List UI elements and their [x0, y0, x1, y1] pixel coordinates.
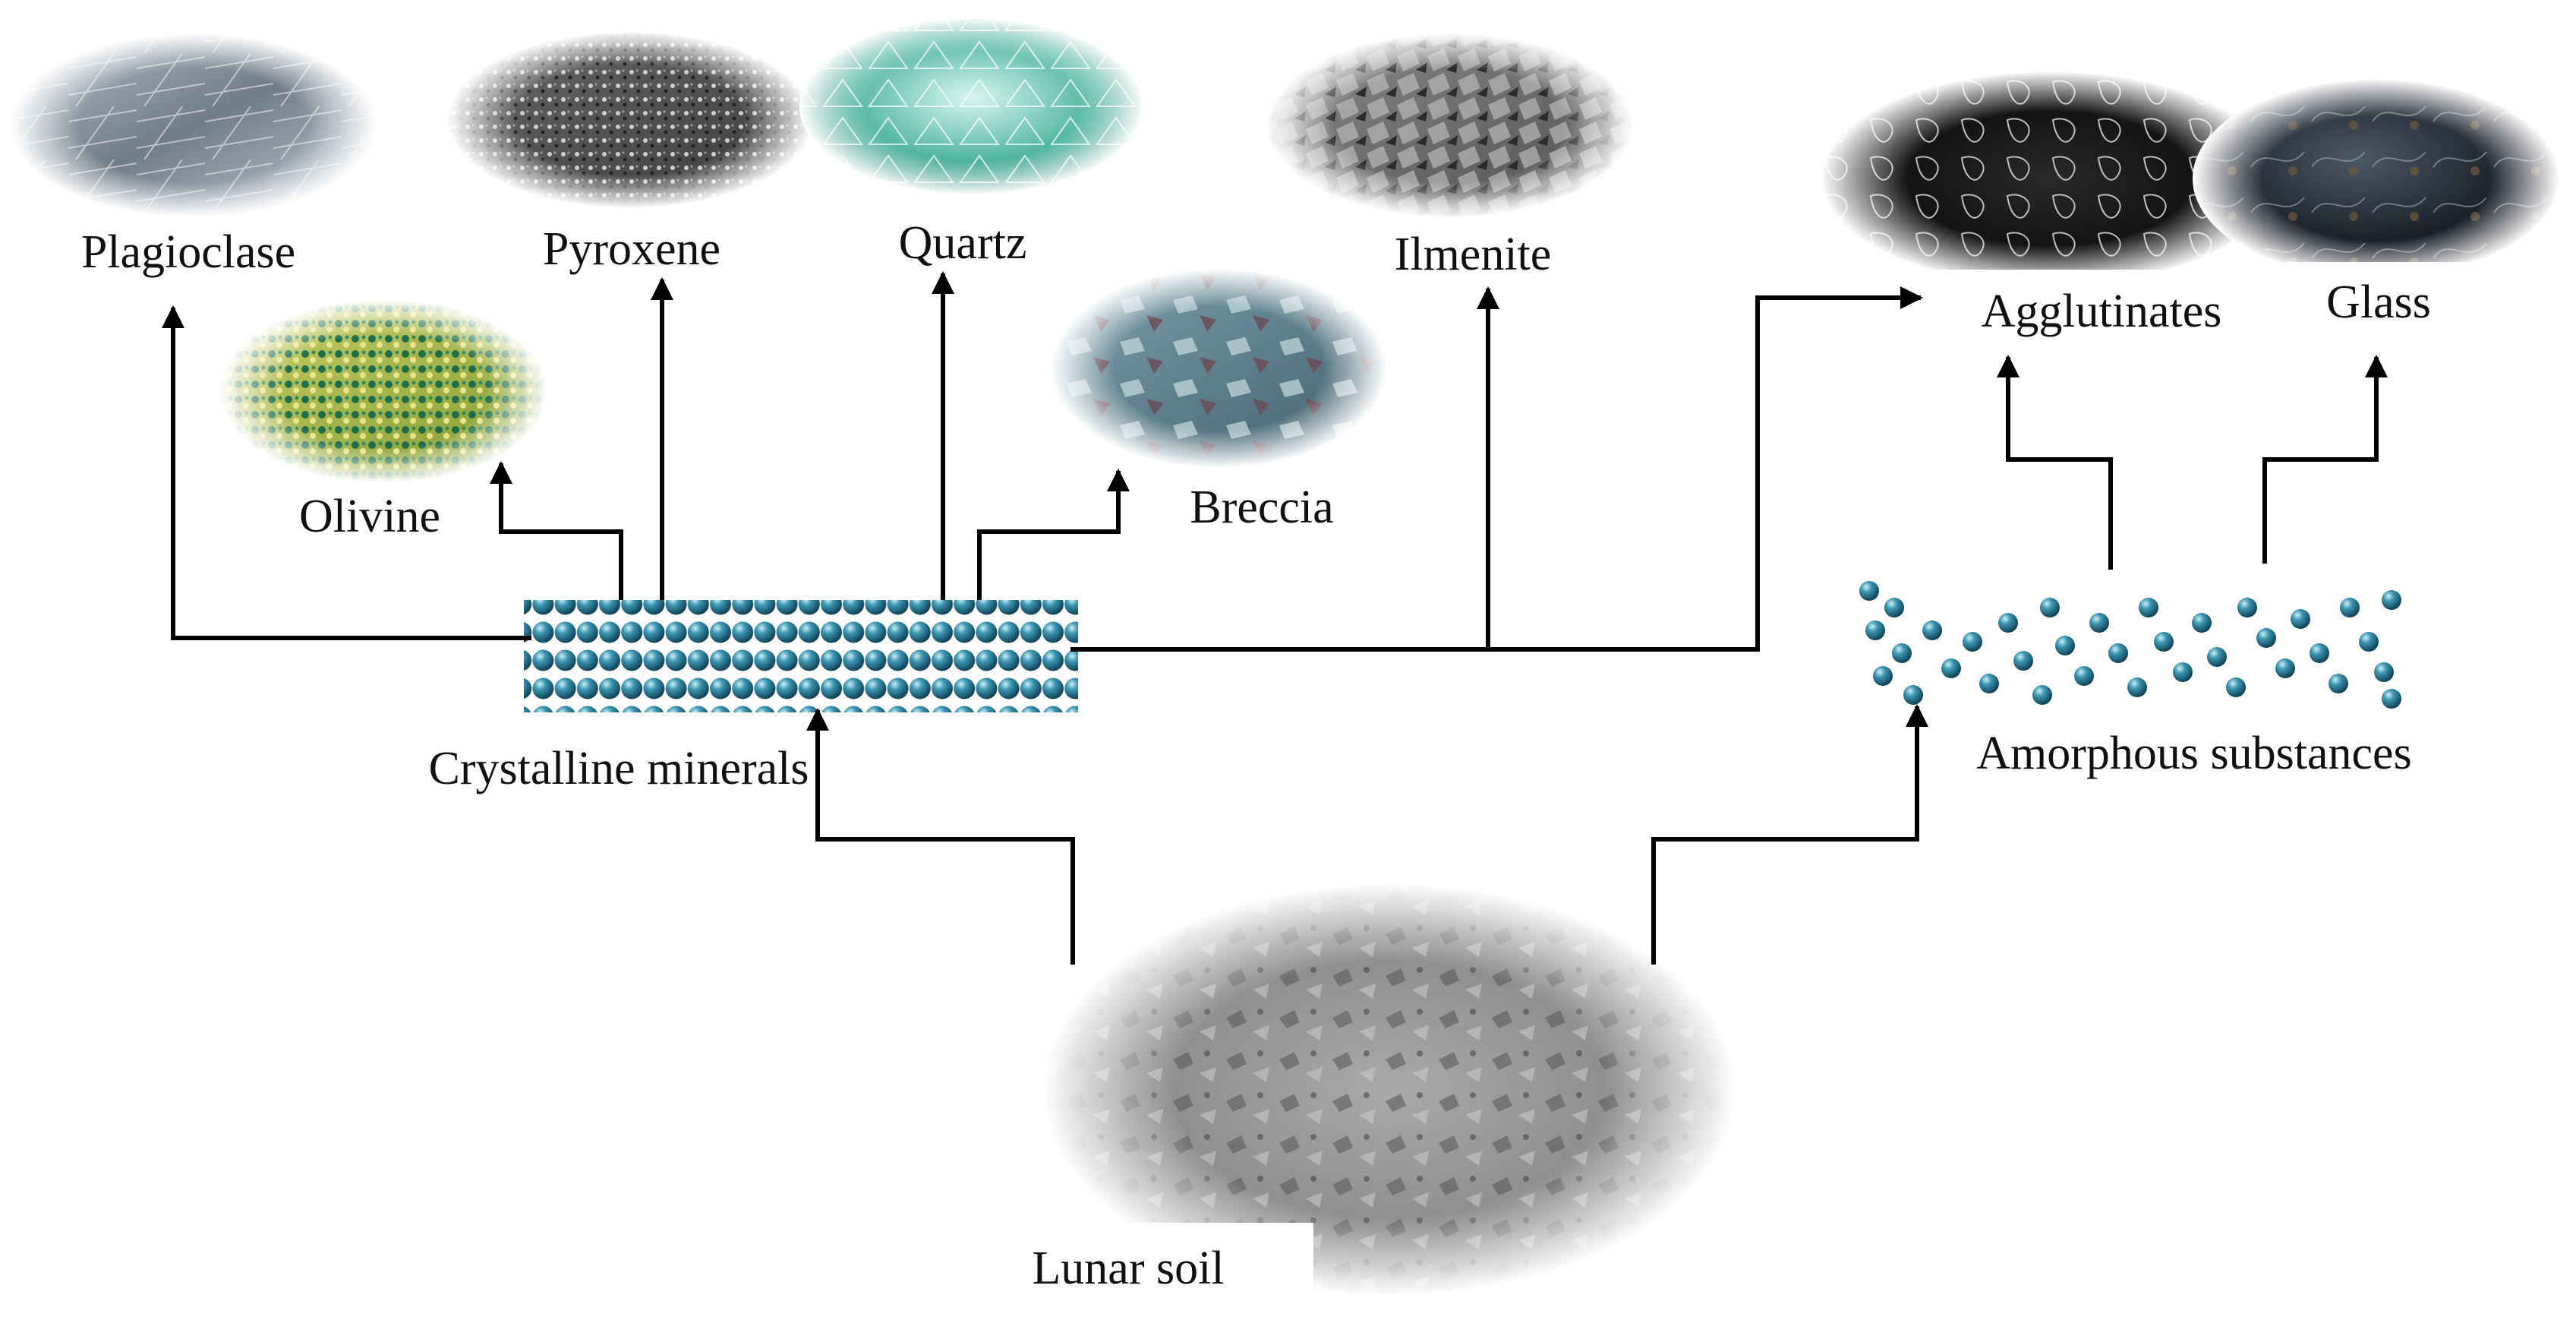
arrow-soil-to-amorphous — [1651, 704, 1928, 965]
quartz-photo — [799, 17, 1144, 195]
label-plagioclase: Plagioclase — [81, 226, 295, 278]
arrow-soil-to-crystalline — [806, 708, 1075, 965]
lunar-soil-photo — [1042, 883, 1736, 1296]
label-pyroxene: Pyroxene — [543, 223, 720, 275]
label-glass: Glass — [2326, 276, 2431, 328]
amorphous-cluster-icon — [1859, 581, 2401, 709]
plagioclase-photo — [10, 33, 377, 218]
arrow-amorphous-to-agglutinates — [1997, 355, 2113, 570]
label-lunar-soil: Lunar soil — [1032, 1243, 1224, 1294]
arrow-to-breccia — [977, 469, 1130, 600]
connectors — [162, 271, 2388, 965]
label-amorphous-substances: Amorphous substances — [1976, 728, 2411, 779]
pyroxene-photo — [446, 31, 814, 209]
ilmenite-photo — [1266, 33, 1634, 218]
label-ilmenite: Ilmenite — [1395, 229, 1552, 280]
label-crystalline-minerals: Crystalline minerals — [428, 743, 809, 794]
label-agglutinates: Agglutinates — [1982, 286, 2222, 337]
agglutinates-photo — [1821, 71, 2279, 286]
olivine-photo — [219, 298, 548, 484]
label-quartz: Quartz — [899, 217, 1027, 269]
glass-photo — [2193, 78, 2560, 279]
arrow-to-olivine — [490, 461, 623, 600]
label-olivine: Olivine — [299, 491, 440, 542]
crystalline-lattice-icon — [524, 600, 1078, 712]
breccia-photo — [1050, 268, 1387, 469]
arrow-amorphous-to-glass — [2262, 355, 2388, 564]
arrow-to-agglutinates-from-crystalline — [1488, 286, 1923, 652]
arrow-to-plagioclase — [162, 305, 531, 640]
label-breccia: Breccia — [1190, 482, 1333, 533]
